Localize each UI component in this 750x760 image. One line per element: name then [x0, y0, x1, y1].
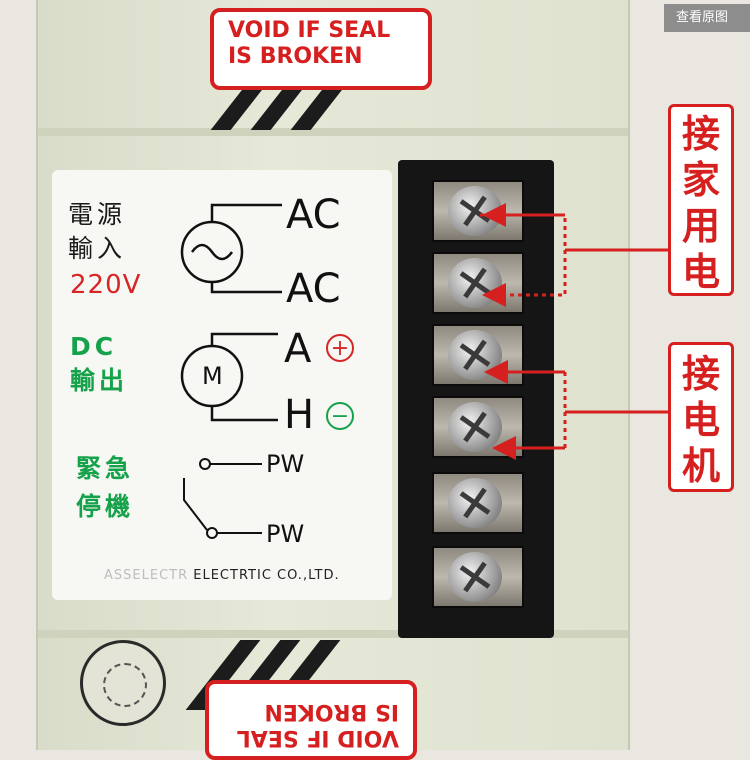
- terminal-block: [398, 160, 554, 638]
- switch-lever-icon: [183, 478, 208, 531]
- voltage-label: 220V: [70, 270, 142, 300]
- power-input-label-2: 輸入: [68, 234, 127, 263]
- screw-icon: [448, 478, 502, 528]
- company-name-faded: ASSELECTR: [104, 568, 189, 583]
- company-name-text: ELECTRTIC CO.,LTD.: [193, 568, 340, 583]
- terminal-slot-5[interactable]: [432, 472, 524, 534]
- dc-output-label-2: 輸出: [70, 366, 129, 395]
- callout-char: 电: [681, 398, 720, 442]
- seal-text-line2: IS BROKEN: [228, 44, 363, 69]
- callout-char: 用: [681, 204, 720, 248]
- company-name: ASSELECTR ELECTRTIC CO.,LTD.: [104, 568, 340, 583]
- label-plate: 電源 輸入 220V AC AC DC 輸出 M A + H − 緊急 停機 P…: [52, 170, 392, 600]
- callout-connect-motor: 接 电 机: [668, 342, 734, 492]
- minus-icon: −: [326, 402, 354, 430]
- screw-icon: [448, 552, 502, 602]
- seal-sticker-top: VOID IF SEAL IS BROKEN: [210, 8, 432, 90]
- callout-household-power: 接 家 用 电: [668, 104, 734, 296]
- terminal-slot-3[interactable]: [432, 324, 524, 386]
- callout-char: 接: [681, 112, 720, 156]
- terminal-label-h: H: [284, 392, 315, 438]
- callout-char: 机: [681, 444, 720, 488]
- round-vent: [80, 640, 166, 726]
- terminal-slot-1[interactable]: [432, 180, 524, 242]
- dc-output-label-1: DC: [70, 332, 118, 361]
- housing-rib-top: [38, 128, 628, 136]
- terminal-label-a: A: [284, 326, 312, 372]
- wiring-diagram: [180, 203, 282, 539]
- seal-text-line1: VOID IF SEAL: [228, 18, 391, 43]
- bracket-line: [480, 213, 567, 307]
- housing-rib-bottom: [38, 630, 628, 638]
- pw-label-2: PW: [266, 520, 305, 548]
- emergency-stop-label-2: 停機: [76, 492, 135, 521]
- terminal-label-ac2: AC: [286, 266, 341, 312]
- terminal-label-ac1: AC: [286, 192, 341, 238]
- pw-label-1: PW: [266, 450, 305, 478]
- sine-wave-icon: [190, 243, 234, 261]
- callout-char: 家: [681, 158, 720, 202]
- callout-char: 接: [681, 352, 720, 396]
- view-original-button[interactable]: 查看原图: [664, 4, 750, 32]
- plus-icon: +: [326, 334, 354, 362]
- power-input-label-1: 電源: [68, 200, 127, 229]
- callout-char: 电: [681, 250, 720, 294]
- motor-symbol: M: [202, 362, 223, 390]
- emergency-stop-label-1: 緊急: [76, 454, 135, 483]
- terminal-slot-6[interactable]: [432, 546, 524, 608]
